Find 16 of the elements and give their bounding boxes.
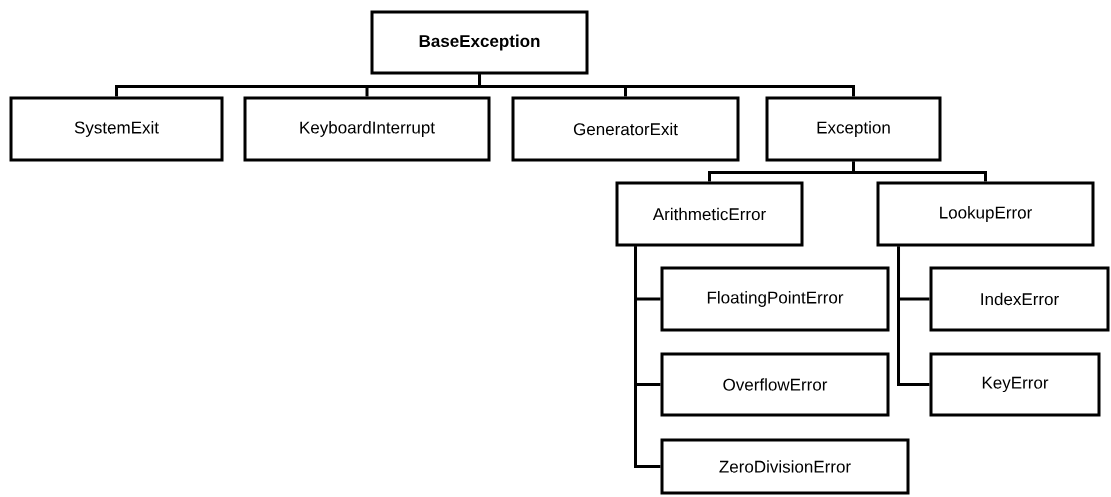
class-box: Exception (765, 96, 942, 162)
connector-line (634, 246, 661, 468)
connector-line (852, 161, 987, 182)
connector-line (478, 74, 855, 97)
connector-line (897, 246, 930, 386)
class-box: ZeroDivisionError (660, 438, 910, 495)
class-box: BaseException (370, 10, 589, 75)
class-box: ArithmeticError (615, 181, 804, 247)
class-box: LookupError (876, 181, 1095, 247)
class-box: SystemExit (9, 96, 224, 162)
class-box: KeyboardInterrupt (243, 96, 491, 162)
class-box: OverflowError (660, 352, 890, 417)
class-box: KeyError (929, 352, 1101, 417)
class-box: FloatingPointError (660, 266, 890, 332)
class-box: GeneratorExit (511, 96, 740, 162)
class-box: IndexError (929, 266, 1110, 332)
